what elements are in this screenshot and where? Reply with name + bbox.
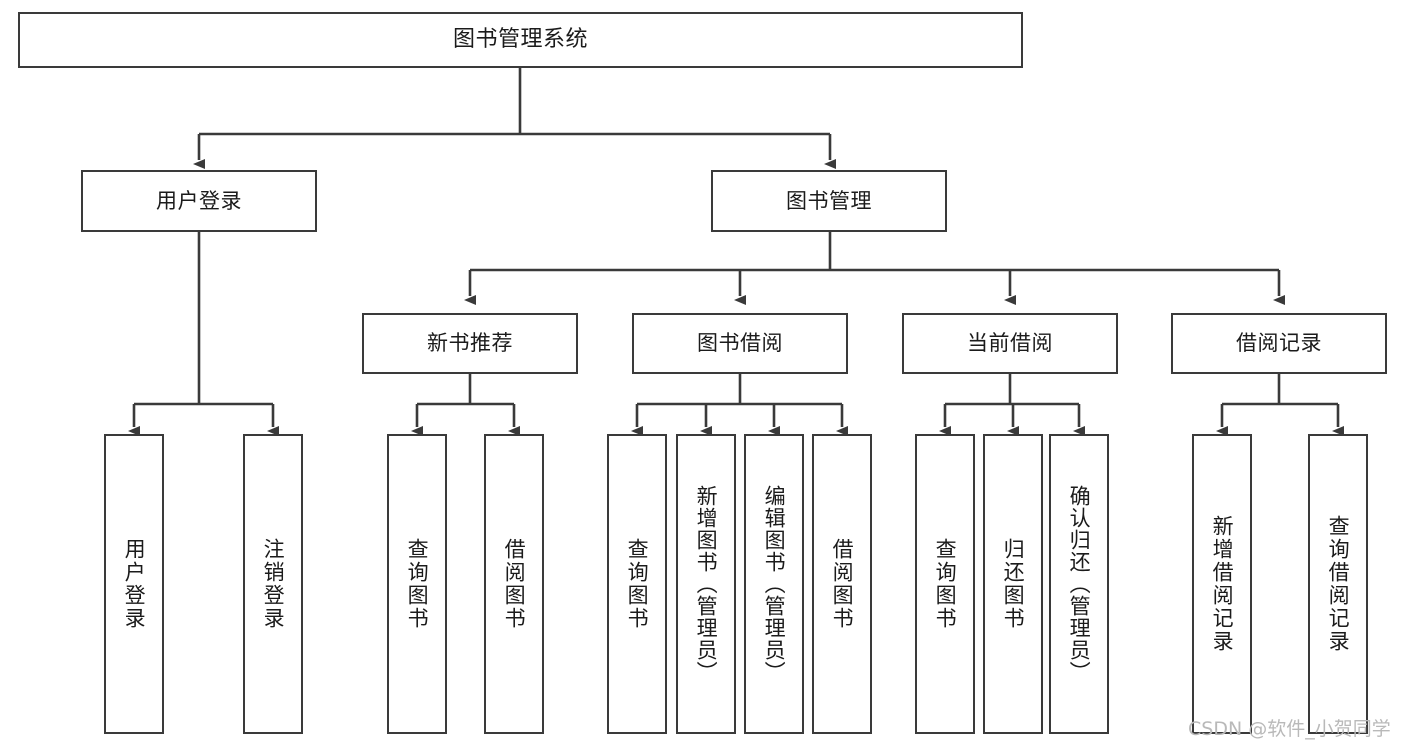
node-label: 查询图书 [625, 538, 650, 630]
node-label: 编辑图书（管理员） [762, 485, 787, 683]
watermark: CSDN @软件_小贺同学 [1188, 718, 1391, 740]
leaf-query-book-borrow[interactable]: 查询图书 [607, 434, 667, 734]
node-label: 查询图书 [405, 538, 430, 630]
leaf-query-book-recommend[interactable]: 查询图书 [387, 434, 447, 734]
leaf-add-book-admin[interactable]: 新增图书（管理员） [676, 434, 736, 734]
node-label: 借阅图书 [830, 538, 855, 630]
leaf-borrow-book-recommend[interactable]: 借阅图书 [484, 434, 544, 734]
node-label: 新书推荐 [427, 331, 513, 356]
leaf-logout-login[interactable]: 注销登录 [243, 434, 303, 734]
node-label: 确认归还（管理员） [1067, 485, 1092, 683]
leaf-confirm-return-admin[interactable]: 确认归还（管理员） [1049, 434, 1109, 734]
node-borrow-record[interactable]: 借阅记录 [1171, 313, 1387, 374]
node-label: 图书管理 [786, 188, 872, 213]
leaf-edit-book-admin[interactable]: 编辑图书（管理员） [744, 434, 804, 734]
node-book-management[interactable]: 图书管理 [711, 170, 947, 232]
node-user-login[interactable]: 用户登录 [81, 170, 317, 232]
leaf-borrow-book-borrow[interactable]: 借阅图书 [812, 434, 872, 734]
node-label: 借阅图书 [502, 538, 527, 630]
leaf-return-book[interactable]: 归还图书 [983, 434, 1043, 734]
node-label: 新增图书（管理员） [694, 485, 719, 683]
node-label: 新增借阅记录 [1210, 515, 1235, 653]
node-label: 查询借阅记录 [1326, 515, 1351, 653]
node-label: 图书管理系统 [452, 27, 588, 53]
node-label: 图书借阅 [697, 331, 783, 356]
node-label: 查询图书 [933, 538, 958, 630]
node-label: 注销登录 [261, 538, 286, 630]
node-current-borrow[interactable]: 当前借阅 [902, 313, 1118, 374]
node-book-borrow[interactable]: 图书借阅 [632, 313, 848, 374]
node-label: 归还图书 [1001, 538, 1026, 630]
leaf-query-borrow-record[interactable]: 查询借阅记录 [1308, 434, 1368, 734]
leaf-add-borrow-record[interactable]: 新增借阅记录 [1192, 434, 1252, 734]
node-root-system[interactable]: 图书管理系统 [18, 12, 1023, 68]
node-new-book-recommend[interactable]: 新书推荐 [362, 313, 578, 374]
node-label: 借阅记录 [1236, 331, 1322, 356]
node-label: 用户登录 [122, 538, 147, 630]
leaf-query-book-current[interactable]: 查询图书 [915, 434, 975, 734]
node-label: 用户登录 [156, 188, 242, 213]
node-label: 当前借阅 [967, 331, 1053, 356]
leaf-user-login[interactable]: 用户登录 [104, 434, 164, 734]
